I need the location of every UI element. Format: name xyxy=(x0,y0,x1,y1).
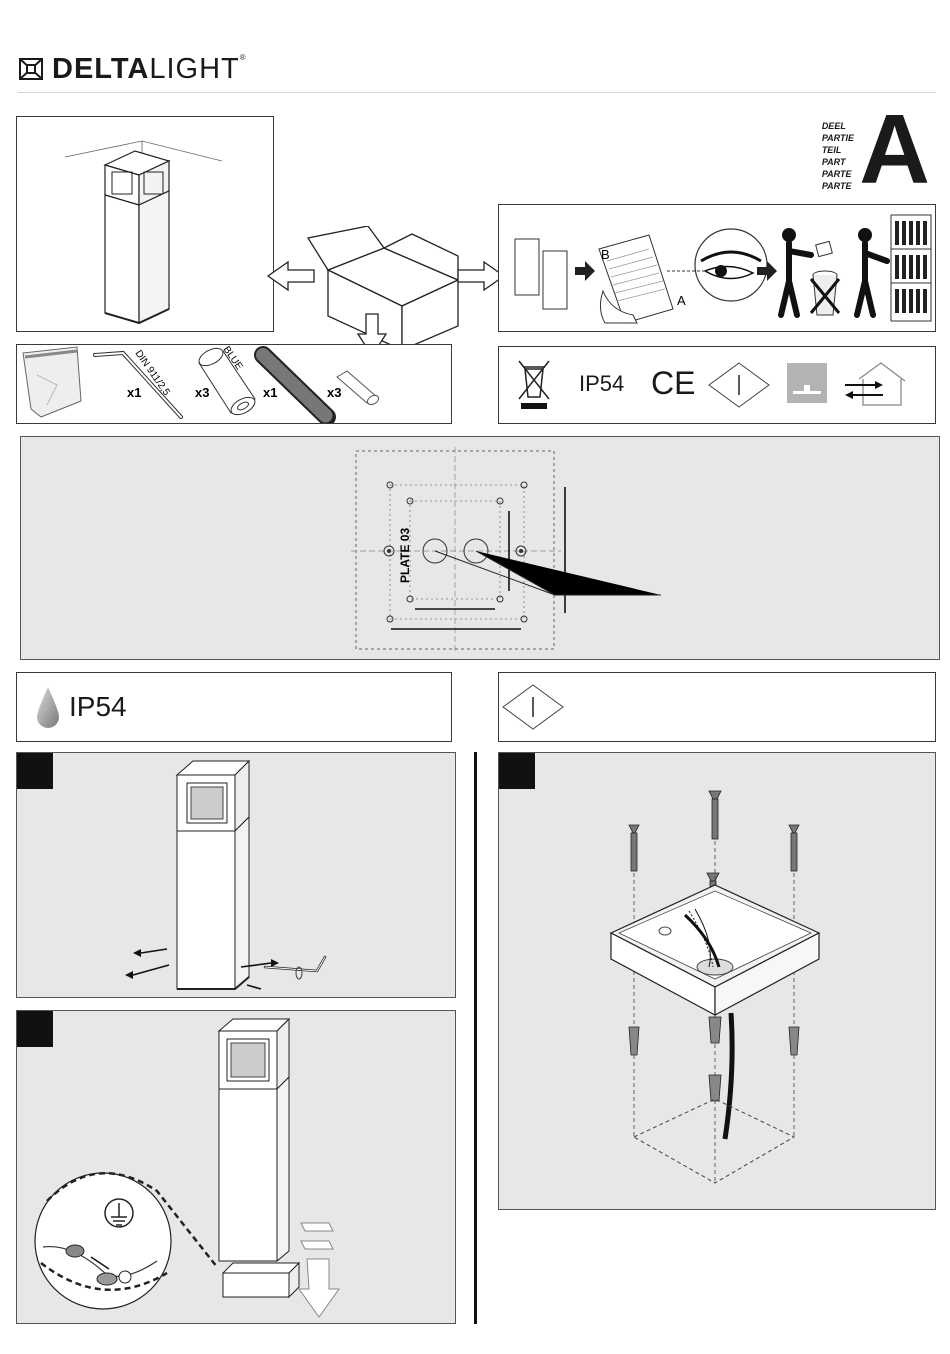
step-2-illustration xyxy=(17,1011,455,1323)
contents-qty-dowel: x3 xyxy=(195,385,209,400)
step-3-panel xyxy=(498,752,936,1210)
mounting-plate-panel: PLATE 03 xyxy=(20,436,940,660)
column-divider xyxy=(474,752,477,1324)
step-1-panel xyxy=(16,752,456,998)
arrow-left-icon xyxy=(268,262,314,290)
mounting-plate-drawing: PLATE 03 xyxy=(21,437,939,659)
contents-qty-allen-key: x1 xyxy=(127,385,141,400)
ip-panel: IP54 xyxy=(16,672,452,742)
sheet-a-label: A xyxy=(677,293,686,308)
screw-plug-icon xyxy=(337,371,380,406)
class-one-diamond-icon xyxy=(501,683,565,731)
eye-icon xyxy=(695,229,767,301)
step-1-marker xyxy=(17,753,53,789)
step-2-panel xyxy=(16,1010,456,1324)
ip-panel-label: IP54 xyxy=(69,691,127,723)
deltalight-logo-icon xyxy=(18,56,44,82)
step-2-marker xyxy=(17,1011,53,1047)
part-words: DEEL PARTIE TEIL PART PARTE PARTE xyxy=(822,120,854,192)
product-overview-panel xyxy=(16,116,274,332)
brand-wordmark: DELTALIGHT® xyxy=(52,53,247,86)
certification-symbols-panel: IP54 CE xyxy=(498,346,936,424)
ce-mark-icon: CE xyxy=(651,365,695,402)
contents-qty-gland: x1 xyxy=(263,385,277,400)
packaging-box-diagram xyxy=(262,226,512,362)
brand-logo: DELTALIGHT® xyxy=(18,52,247,86)
wall-plug-icon xyxy=(629,1017,799,1101)
step-3-illustration xyxy=(499,753,935,1209)
part-letter: A xyxy=(859,100,930,198)
protection-class-panel xyxy=(498,672,936,742)
documentation-flow-illustration: B A xyxy=(499,205,935,331)
header-divider xyxy=(18,92,936,93)
plate-label: PLATE 03 xyxy=(398,528,412,583)
ip-rating-label: IP54 xyxy=(579,371,624,397)
contents-qty-screw: x3 xyxy=(327,385,341,400)
indoor-outdoor-house-icon xyxy=(845,359,909,409)
power-cable-icon xyxy=(725,1013,732,1139)
step-3-marker xyxy=(499,753,535,789)
documentation-flow-panel: B A xyxy=(498,204,936,332)
package-contents-illustration: x1 DIN 911/2,5 x3 BLUE x1 x3 xyxy=(17,345,451,423)
sheet-b-label: B xyxy=(601,247,610,262)
package-contents-panel: x1 DIN 911/2,5 x3 BLUE x1 x3 xyxy=(16,344,452,424)
water-drop-icon xyxy=(35,685,61,729)
bollard-product-illustration xyxy=(17,117,273,331)
class-one-diamond-icon xyxy=(707,361,771,409)
weee-bin-icon xyxy=(517,359,551,411)
step-1-illustration xyxy=(17,753,455,997)
indoor-surface-icon xyxy=(787,363,827,403)
